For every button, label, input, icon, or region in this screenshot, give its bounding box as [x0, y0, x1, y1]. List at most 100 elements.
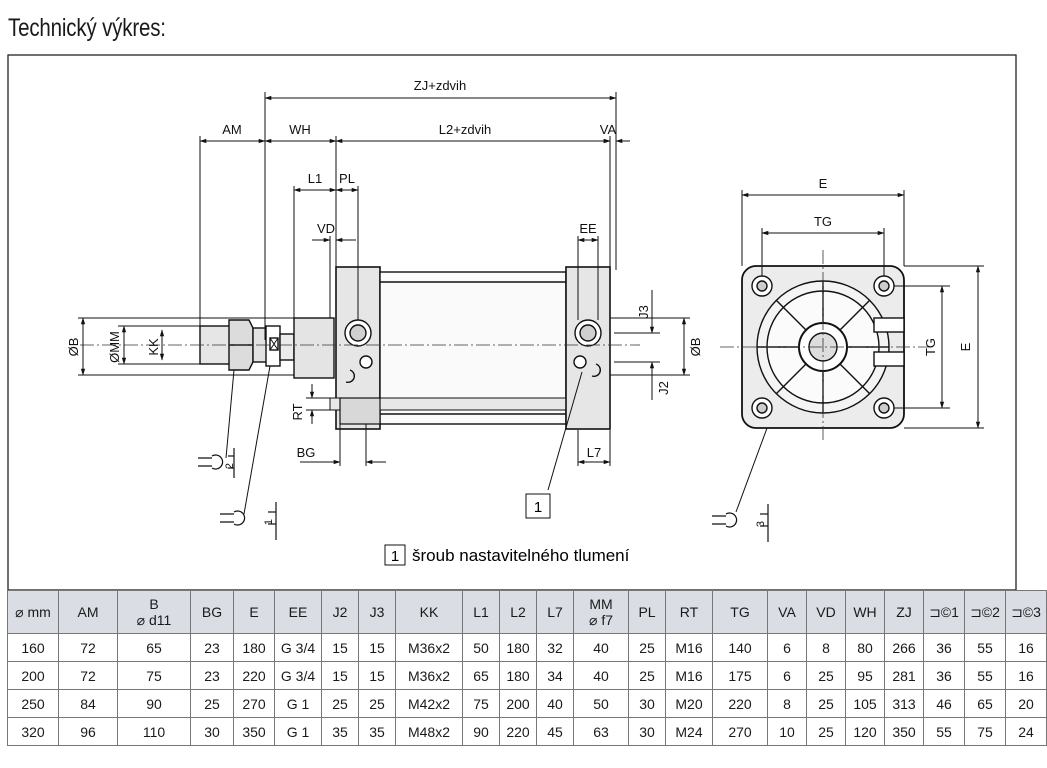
- table-header-cell: VD: [806, 590, 846, 634]
- table-cell: 25: [321, 689, 359, 718]
- table-cell: 75: [462, 689, 500, 718]
- end-view-dimensions: [741, 190, 984, 429]
- table-cell: 55: [923, 717, 965, 746]
- table-header-cell: TG: [712, 590, 768, 634]
- table-cell: 34: [536, 661, 574, 690]
- table-cell: 40: [536, 689, 574, 718]
- table-cell: 180: [233, 633, 275, 662]
- table-header-cell: E: [233, 590, 275, 634]
- table-header-text: J2: [332, 604, 348, 620]
- table-cell: 16: [1005, 661, 1047, 690]
- label-wrench-2: 2: [224, 463, 236, 469]
- label-rt: RT: [290, 403, 305, 420]
- table-cell: 320: [7, 717, 59, 746]
- table-cell: 250: [7, 689, 59, 718]
- table-header-text: AM: [77, 604, 99, 620]
- table-header-text: ⌀ f7: [589, 612, 613, 628]
- table-cell: 50: [573, 689, 629, 718]
- table-header-cell: BG: [190, 590, 234, 634]
- table-cell: 35: [321, 717, 359, 746]
- table-cell: 175: [712, 661, 768, 690]
- table-cell: 105: [845, 689, 885, 718]
- table-header-cell: ZJ: [884, 590, 924, 634]
- table-cell: 266: [884, 633, 924, 662]
- table-cell: 180: [499, 633, 537, 662]
- table-cell: 10: [767, 717, 807, 746]
- table-cell: 23: [190, 661, 234, 690]
- label-l2-stroke: L2+zdvih: [439, 122, 491, 137]
- table-cell: 72: [58, 661, 118, 690]
- table-cell: 220: [499, 717, 537, 746]
- table-cell: 25: [190, 689, 234, 718]
- label-j3: J3: [636, 305, 651, 319]
- table-cell: 25: [358, 689, 396, 718]
- table-header-cell: L7: [536, 590, 574, 634]
- table-header-cell: ⊐©1: [923, 590, 965, 634]
- label-kk: KK: [146, 338, 161, 356]
- table-cell: 55: [964, 633, 1006, 662]
- table-cell: 63: [573, 717, 629, 746]
- table-cell: 25: [806, 717, 846, 746]
- table-header-text: ZJ: [896, 604, 912, 620]
- table-cell: G 1: [274, 689, 322, 718]
- table-cell: 84: [58, 689, 118, 718]
- table-cell: 200: [499, 689, 537, 718]
- table-header-text: L7: [547, 604, 563, 620]
- table-header-cell: B⌀ d11: [117, 590, 191, 634]
- table-cell: 350: [884, 717, 924, 746]
- table-header-text: ⌀ d11: [136, 612, 172, 628]
- label-l7: L7: [587, 445, 601, 460]
- table-cell: 15: [358, 661, 396, 690]
- table-header-text: E: [249, 604, 259, 620]
- label-ee: EE: [579, 221, 597, 236]
- table-cell: 20: [1005, 689, 1047, 718]
- table-header-text: PL: [638, 604, 656, 620]
- table-cell: 50: [462, 633, 500, 662]
- table-cell: 65: [462, 661, 500, 690]
- table-header-text: TG: [730, 604, 750, 620]
- table-cell: 180: [499, 661, 537, 690]
- label-l1: L1: [308, 171, 322, 186]
- table-cell: 140: [712, 633, 768, 662]
- table-cell: 46: [923, 689, 965, 718]
- table-cell: M20: [665, 689, 713, 718]
- table-header-text: ⊐©2: [970, 604, 1000, 620]
- table-cell: 220: [233, 661, 275, 690]
- label-e-side: E: [958, 342, 973, 351]
- table-cell: 40: [573, 633, 629, 662]
- table-cell: M16: [665, 661, 713, 690]
- table-cell: 55: [964, 661, 1006, 690]
- table-header-text: L2: [510, 604, 526, 620]
- table-header-cell: L2: [499, 590, 537, 634]
- table-cell: 6: [767, 661, 807, 690]
- label-omm: ØMM: [107, 331, 122, 363]
- table-cell: G 1: [274, 717, 322, 746]
- table-cell: 35: [358, 717, 396, 746]
- table-cell: 160: [7, 633, 59, 662]
- legend-number: 1: [391, 548, 399, 565]
- table-cell: 16: [1005, 633, 1047, 662]
- legend-text: šroub nastavitelného tlumení: [412, 546, 630, 565]
- table-cell: 24: [1005, 717, 1047, 746]
- table-cell: 90: [462, 717, 500, 746]
- table-header-text: ⊐©1: [929, 604, 959, 620]
- table-header-cell: WH: [845, 590, 885, 634]
- table-cell: 200: [7, 661, 59, 690]
- table-cell: 75: [117, 661, 191, 690]
- table-cell: G 3/4: [274, 661, 322, 690]
- table-cell: 80: [845, 633, 885, 662]
- table-cell: 90: [117, 689, 191, 718]
- table-header-cell: ⊐©2: [964, 590, 1006, 634]
- table-cell: 40: [573, 661, 629, 690]
- table-header-text: VD: [816, 604, 836, 620]
- table-header-cell: ⌀ mm: [7, 590, 59, 634]
- callout-box: [525, 493, 551, 519]
- table-cell: 25: [806, 689, 846, 718]
- table-header-text: MM: [589, 596, 613, 612]
- dimension-labels: ZJ+zdvih AM WH L2+zdvih VA L1 PL VD EE J…: [66, 78, 973, 527]
